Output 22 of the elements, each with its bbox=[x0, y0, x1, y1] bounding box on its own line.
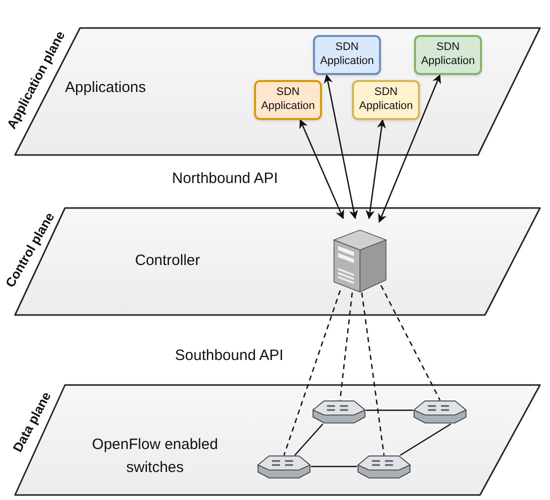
plane-title: Data plane bbox=[8, 388, 55, 456]
arrow bbox=[299, 119, 344, 220]
application-box: SDN Application bbox=[254, 80, 322, 120]
api-label: Northbound API bbox=[172, 169, 278, 189]
dashed-connector bbox=[361, 292, 385, 456]
connector-line bbox=[366, 410, 413, 411]
plane-text: Controller bbox=[135, 251, 200, 271]
dashed-connector bbox=[283, 290, 341, 456]
plane-text: OpenFlow enabled switches bbox=[91, 435, 219, 478]
arrow bbox=[324, 74, 358, 220]
application-box: SDN Application bbox=[414, 35, 482, 75]
application-box: SDN Application bbox=[313, 35, 381, 75]
application-box: SDN Application bbox=[352, 80, 420, 120]
arrow bbox=[366, 119, 386, 220]
api-label: Southbound API bbox=[175, 346, 284, 366]
plane-text: Applications bbox=[65, 78, 146, 98]
connector-line bbox=[294, 424, 324, 456]
dashed-connector bbox=[339, 292, 353, 400]
arrow bbox=[378, 74, 441, 223]
connector-line bbox=[311, 466, 357, 468]
dashed-connector bbox=[380, 285, 441, 401]
connector-line bbox=[400, 423, 452, 456]
